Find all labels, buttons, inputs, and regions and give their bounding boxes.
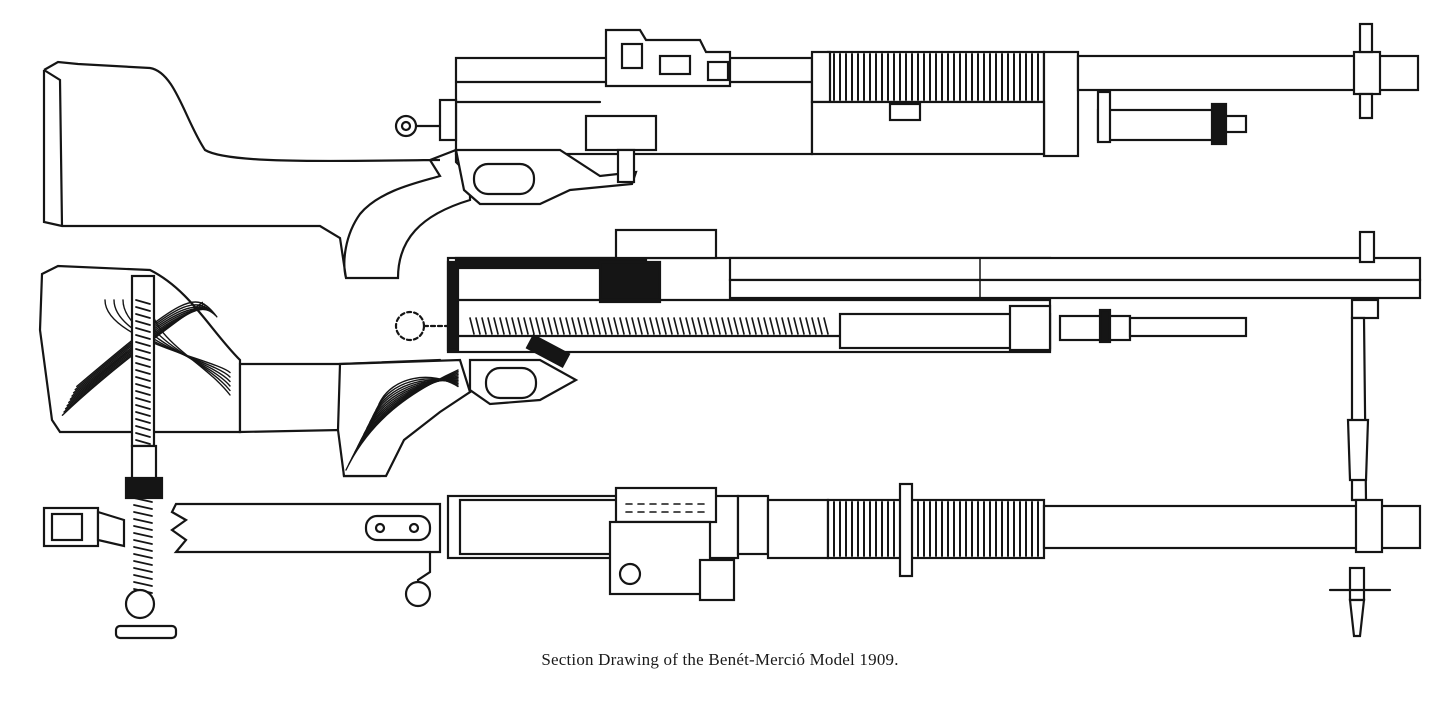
front-sight [1358,22,1374,54]
side-view-drawing [42,22,1420,280]
drawing-caption: Section Drawing of the Benét-Merció Mode… [541,650,899,669]
cross-section-drawing [38,228,1422,502]
top-view-drawing [42,444,1422,640]
sectioned-grip [336,358,472,478]
stock [42,60,472,280]
